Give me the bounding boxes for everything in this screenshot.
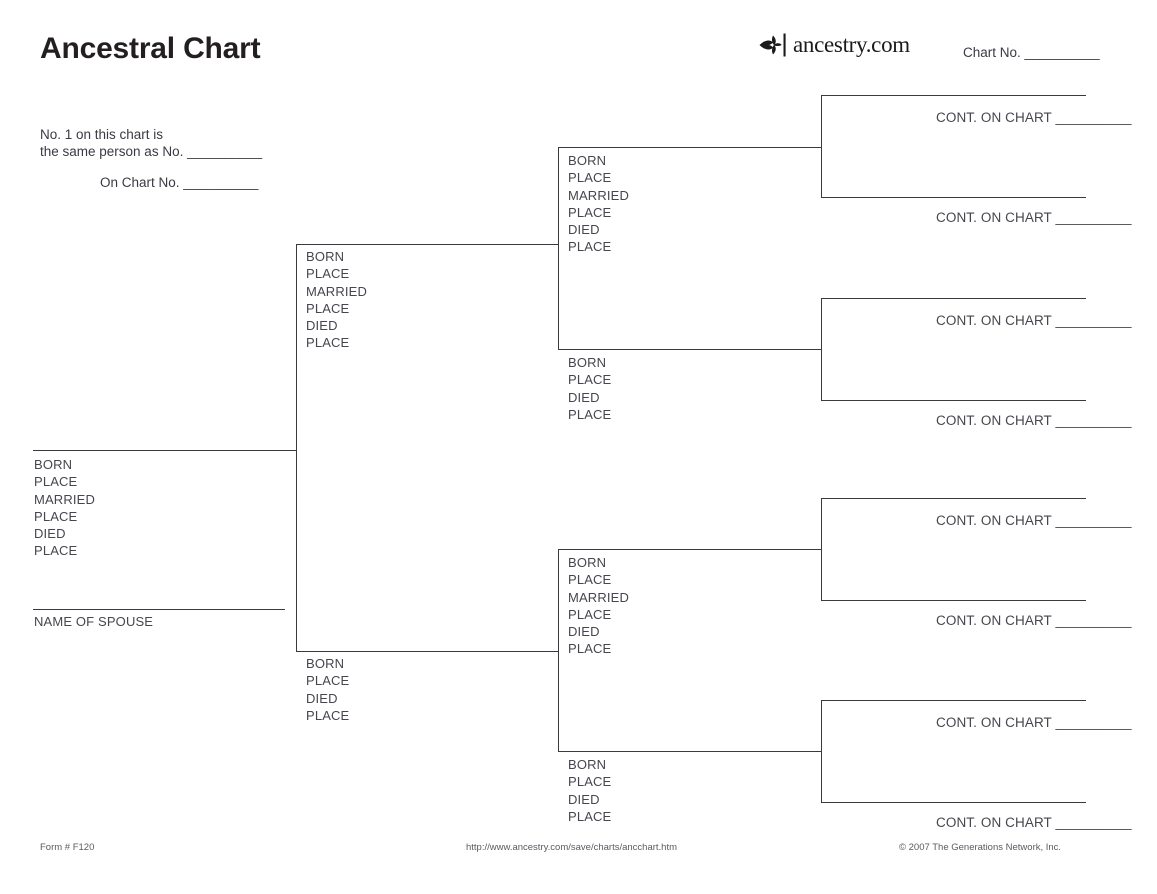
- person4-place3-label: PLACE: [568, 239, 612, 255]
- person7-name-line[interactable]: [558, 751, 822, 752]
- footer-form-number: Form # F120: [40, 842, 95, 853]
- person10-name-line[interactable]: [821, 298, 1086, 299]
- person15-cont-on-chart[interactable]: CONT. ON CHART __________: [936, 815, 1132, 830]
- person5-place2-label: PLACE: [568, 406, 612, 422]
- person5-fields: BORN PLACE DIED PLACE: [568, 354, 611, 423]
- person11-name-line[interactable]: [821, 400, 1086, 401]
- person2-fields: BORN PLACE MARRIED PLACE DIED PLACE: [306, 248, 367, 352]
- person1-spouse-line[interactable]: [33, 609, 285, 610]
- ancestry-leaf-icon: [759, 33, 786, 57]
- person7-place2-label: PLACE: [568, 808, 612, 824]
- person8-cont-on-chart[interactable]: CONT. ON CHART __________: [936, 110, 1132, 125]
- person3-born-label: BORN: [306, 656, 345, 671]
- ancestry-logo-text: ancestry.com: [793, 32, 910, 57]
- person12-cont-on-chart[interactable]: CONT. ON CHART __________: [936, 513, 1132, 528]
- gen3-upper-bracket: [558, 147, 559, 349]
- person4-married-label: MARRIED: [568, 187, 629, 203]
- person3-fields: BORN PLACE DIED PLACE: [306, 655, 349, 724]
- person14-name-line[interactable]: [821, 700, 1086, 701]
- person6-died-label: DIED: [568, 624, 600, 640]
- person1-place1-label: PLACE: [34, 474, 78, 490]
- person12-name-line[interactable]: [821, 498, 1086, 499]
- person5-name-line[interactable]: [558, 349, 822, 350]
- gen4-bracket-c: [821, 498, 822, 600]
- person6-name-line[interactable]: [558, 549, 822, 550]
- person5-born-label: BORN: [568, 355, 607, 370]
- person2-married-label: MARRIED: [306, 283, 367, 299]
- person3-place1-label: PLACE: [306, 673, 350, 689]
- on-chart-no-field[interactable]: On Chart No. __________: [100, 175, 259, 190]
- person1-place2-label: PLACE: [34, 508, 78, 524]
- person2-place2-label: PLACE: [306, 300, 350, 316]
- person8-name-line[interactable]: [821, 95, 1086, 96]
- person6-place1-label: PLACE: [568, 572, 612, 588]
- person10-cont-on-chart[interactable]: CONT. ON CHART __________: [936, 313, 1132, 328]
- person3-name-line[interactable]: [296, 651, 559, 652]
- person4-born-label: BORN: [568, 153, 607, 168]
- gen4-bracket-d: [821, 700, 822, 802]
- person15-name-line[interactable]: [821, 802, 1086, 803]
- person7-fields: BORN PLACE DIED PLACE: [568, 756, 611, 825]
- note-line-1: No. 1 on this chart is: [40, 127, 164, 142]
- person1-married-label: MARRIED: [34, 491, 95, 507]
- person6-fields: BORN PLACE MARRIED PLACE DIED PLACE: [568, 554, 629, 658]
- person13-name-line[interactable]: [821, 600, 1086, 601]
- person4-place1-label: PLACE: [568, 170, 612, 186]
- chart-cross-reference-note: No. 1 on this chart is the same person a…: [40, 126, 262, 160]
- person1-spouse-label: NAME OF SPOUSE: [34, 614, 154, 629]
- person2-died-label: DIED: [306, 318, 338, 334]
- person2-place1-label: PLACE: [306, 266, 350, 282]
- connector-person1-to-gen2: [285, 450, 297, 451]
- gen2-bracket: [296, 244, 297, 651]
- person6-born-label: BORN: [568, 555, 607, 570]
- person7-born-label: BORN: [568, 757, 607, 772]
- person5-died-label: DIED: [568, 389, 600, 405]
- person2-place3-label: PLACE: [306, 335, 350, 351]
- person4-name-line[interactable]: [558, 147, 822, 148]
- person2-born-label: BORN: [306, 249, 345, 264]
- gen4-bracket-b: [821, 298, 822, 400]
- person11-cont-on-chart[interactable]: CONT. ON CHART __________: [936, 413, 1132, 428]
- ancestry-logo[interactable]: ancestry.com: [757, 30, 910, 60]
- person1-born-label: BORN: [34, 457, 73, 472]
- person6-place2-label: PLACE: [568, 606, 612, 622]
- person4-died-label: DIED: [568, 222, 600, 238]
- gen3-lower-bracket: [558, 549, 559, 751]
- person1-died-label: DIED: [34, 526, 66, 542]
- person7-died-label: DIED: [568, 791, 600, 807]
- person2-name-line[interactable]: [296, 244, 559, 245]
- person1-place3-label: PLACE: [34, 543, 78, 559]
- footer-copyright: © 2007 The Generations Network, Inc.: [899, 842, 1062, 853]
- person3-died-label: DIED: [306, 690, 338, 706]
- person9-cont-on-chart[interactable]: CONT. ON CHART __________: [936, 210, 1132, 225]
- person3-place2-label: PLACE: [306, 707, 350, 723]
- page-title: Ancestral Chart: [40, 32, 261, 65]
- person9-name-line[interactable]: [821, 197, 1086, 198]
- footer-url[interactable]: http://www.ancestry.com/save/charts/ancc…: [466, 842, 678, 853]
- gen4-bracket-a: [821, 95, 822, 197]
- person13-cont-on-chart[interactable]: CONT. ON CHART __________: [936, 613, 1132, 628]
- person4-fields: BORN PLACE MARRIED PLACE DIED PLACE: [568, 152, 629, 256]
- person1-fields: BORN PLACE MARRIED PLACE DIED PLACE: [34, 456, 95, 560]
- person1-name-line[interactable]: [33, 450, 285, 451]
- person4-place2-label: PLACE: [568, 204, 612, 220]
- person5-place1-label: PLACE: [568, 372, 612, 388]
- person6-married-label: MARRIED: [568, 589, 629, 605]
- person6-place3-label: PLACE: [568, 641, 612, 657]
- person14-cont-on-chart[interactable]: CONT. ON CHART __________: [936, 715, 1132, 730]
- note-line-2-same-person-field[interactable]: the same person as No. __________: [40, 144, 263, 159]
- person7-place1-label: PLACE: [568, 774, 612, 790]
- chart-no-field[interactable]: Chart No. __________: [963, 45, 1100, 60]
